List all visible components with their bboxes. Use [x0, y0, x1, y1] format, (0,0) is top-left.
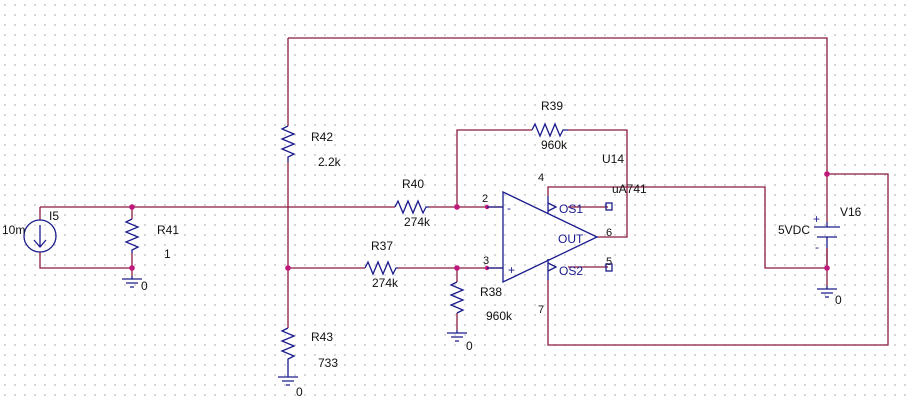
junction-r41-bottom [129, 265, 135, 271]
ground-r38[interactable]: 0 [447, 330, 473, 353]
pin-6-label: 6 [606, 227, 612, 239]
battery-v16[interactable]: + - 5VDC V16 [778, 205, 862, 254]
resistor-r41[interactable]: R41 1 [124, 218, 179, 261]
pin-7-label: 7 [538, 304, 544, 316]
ground-v16[interactable]: 0 [817, 286, 842, 307]
u14-part-label: uA741 [612, 182, 647, 196]
r37-ref-label: R37 [371, 239, 393, 253]
ground-icon [817, 286, 837, 298]
opamp-input-pins [487, 206, 503, 269]
junctions [129, 171, 830, 271]
ground-r43[interactable]: 0 [278, 374, 303, 399]
pin-2-label: 2 [482, 193, 488, 205]
resistor-r40[interactable]: R40 274k [394, 177, 431, 229]
i5-circle [23, 219, 57, 253]
opamp-os2-label: OS2 [559, 264, 583, 278]
r39-value-label: 960k [541, 138, 568, 152]
r40-value-label: 274k [404, 215, 431, 229]
r43-value-label: 733 [318, 356, 338, 370]
resistor-r39[interactable]: R39 960k [531, 99, 568, 152]
ground-r38-label: 0 [466, 339, 473, 353]
resistor-r42[interactable]: R42 2.2k [280, 125, 342, 169]
resistor-r43[interactable]: R43 733 [280, 327, 338, 374]
r40-ref-label: R40 [402, 177, 424, 191]
junction-inverting [454, 204, 460, 210]
junction-supply-top [824, 171, 830, 177]
current-source-i5[interactable]: 10m I5 [2, 209, 59, 253]
pin-4-label: 4 [538, 172, 544, 184]
ground-icon [122, 276, 142, 288]
opamp-plus-sign: + [508, 263, 515, 277]
wire-top-rail[interactable] [288, 37, 828, 174]
ground-icon [447, 330, 467, 342]
junction-noninverting [454, 265, 460, 271]
r37-value-label: 274k [372, 276, 399, 290]
wire-feedback-right[interactable] [568, 129, 628, 238]
pin-marker-os2 [605, 263, 613, 272]
pin-5-label: 5 [606, 256, 612, 268]
v16-ref-label: V16 [840, 205, 862, 219]
arrow-down-icon [33, 225, 47, 248]
r41-ref-label: R41 [157, 223, 179, 237]
offset-arrow-icon [547, 202, 558, 272]
r42-value-label: 2.2k [318, 155, 342, 169]
resistor-r37[interactable]: R37 274k [364, 239, 399, 290]
opamp-out-label: OUT [558, 232, 584, 246]
resistor-r38[interactable]: R38 960k [449, 281, 513, 323]
ground-r41-label: 0 [141, 279, 148, 293]
pin-3-label: 3 [483, 255, 489, 267]
i5-value-label: 10m [2, 223, 25, 237]
i5-ref-label: I5 [49, 209, 59, 223]
ground-icon [278, 374, 298, 386]
wire-i5-bottom[interactable] [39, 252, 132, 269]
r43-ref-label: R43 [311, 330, 333, 344]
ground-r41[interactable]: 0 [122, 276, 148, 293]
opamp-u14[interactable]: - + OS1 OS2 OUT 2 3 4 5 6 7 U14 uA741 [482, 152, 647, 316]
battery-minus-sign: - [815, 240, 819, 254]
opamp-body [502, 190, 599, 284]
wires [39, 37, 889, 346]
v16-value-label: 5VDC [778, 223, 810, 237]
junction-input-r41 [129, 204, 135, 210]
junction-supply-bottom [824, 265, 830, 271]
junction-divider-mid [285, 265, 291, 271]
opamp-minus-sign: - [507, 201, 511, 215]
r38-ref-label: R38 [480, 285, 502, 299]
wire-supply-pin7[interactable] [547, 173, 889, 346]
u14-ref-label: U14 [602, 152, 624, 166]
battery-plus-sign: + [813, 212, 820, 226]
r41-value-label: 1 [164, 247, 171, 261]
wire-feedback-left[interactable] [456, 129, 532, 207]
ground-r43-label: 0 [296, 385, 303, 399]
ground-v16-label: 0 [835, 293, 842, 307]
r39-ref-label: R39 [541, 99, 563, 113]
r38-value-label: 960k [486, 309, 513, 323]
pin-marker-os1 [605, 202, 613, 211]
r42-ref-label: R42 [311, 130, 333, 144]
opamp-os1-label: OS1 [559, 202, 583, 216]
